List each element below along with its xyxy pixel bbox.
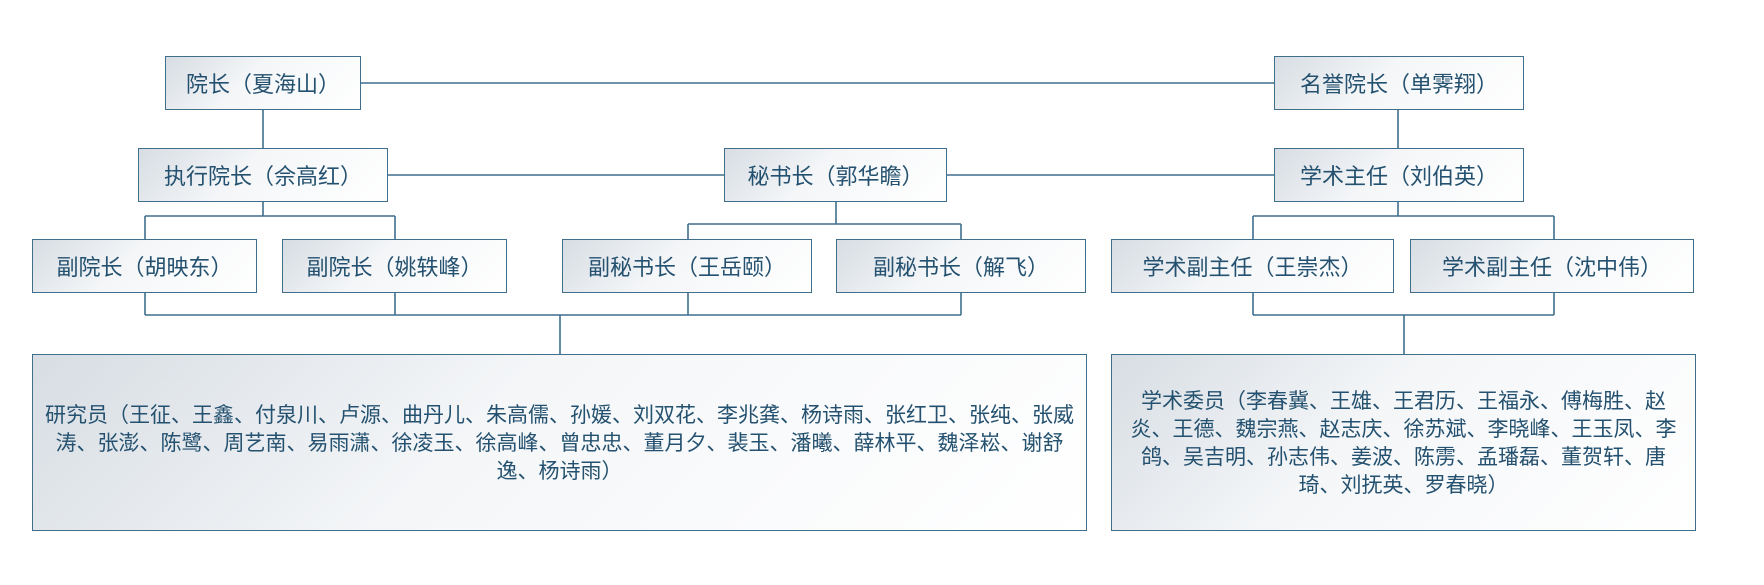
node-academic-deputy-2-label: 学术副主任（沈中伟） — [1441, 256, 1662, 281]
node-secretary-general: 秘书长（郭华瞻） — [724, 148, 947, 202]
node-honorary-dean-label: 名誉院长（单霁翔） — [1299, 73, 1498, 98]
node-academic-director: 学术主任（刘伯英） — [1274, 148, 1524, 202]
node-vice-dean-1: 副院长（胡映东） — [32, 239, 257, 293]
node-dean: 院长（夏海山） — [165, 56, 361, 110]
node-academic-deputy-1-label: 学术副主任（王崇杰） — [1142, 256, 1363, 281]
node-academic-deputy-2: 学术副主任（沈中伟） — [1410, 239, 1694, 293]
node-dean-label: 院长（夏海山） — [185, 73, 340, 98]
node-vice-dean-2: 副院长（姚轶峰） — [282, 239, 507, 293]
node-academic-committee-text: 学术委员（李春冀、王雄、王君历、王福永、傅梅胜、赵炎、王德、魏宗燕、赵志庆、徐苏… — [1130, 388, 1677, 497]
node-secretary-general-label: 秘书长（郭华瞻） — [747, 165, 924, 190]
node-honorary-dean: 名誉院长（单霁翔） — [1274, 56, 1524, 110]
node-deputy-secretary-1: 副秘书长（王岳颐） — [562, 239, 812, 293]
node-deputy-secretary-1-label: 副秘书长（王岳颐） — [587, 256, 786, 281]
node-vice-dean-1-label: 副院长（胡映东） — [56, 256, 233, 281]
node-researchers-text: 研究员（王征、王鑫、付泉川、卢源、曲丹儿、朱高儒、孙媛、刘双花、李兆龚、杨诗雨、… — [45, 402, 1074, 483]
node-executive-dean: 执行院长（佘高红） — [138, 148, 388, 202]
node-executive-dean-label: 执行院长（佘高红） — [163, 165, 362, 190]
node-academic-deputy-1: 学术副主任（王崇杰） — [1111, 239, 1394, 293]
node-academic-director-label: 学术主任（刘伯英） — [1299, 165, 1498, 190]
node-deputy-secretary-2-label: 副秘书长（解飞） — [872, 256, 1049, 281]
node-researchers: 研究员（王征、王鑫、付泉川、卢源、曲丹儿、朱高儒、孙媛、刘双花、李兆龚、杨诗雨、… — [32, 354, 1087, 531]
node-vice-dean-2-label: 副院长（姚轶峰） — [306, 256, 483, 281]
node-deputy-secretary-2: 副秘书长（解飞） — [836, 239, 1086, 293]
node-academic-committee: 学术委员（李春冀、王雄、王君历、王福永、傅梅胜、赵炎、王德、魏宗燕、赵志庆、徐苏… — [1111, 354, 1696, 531]
